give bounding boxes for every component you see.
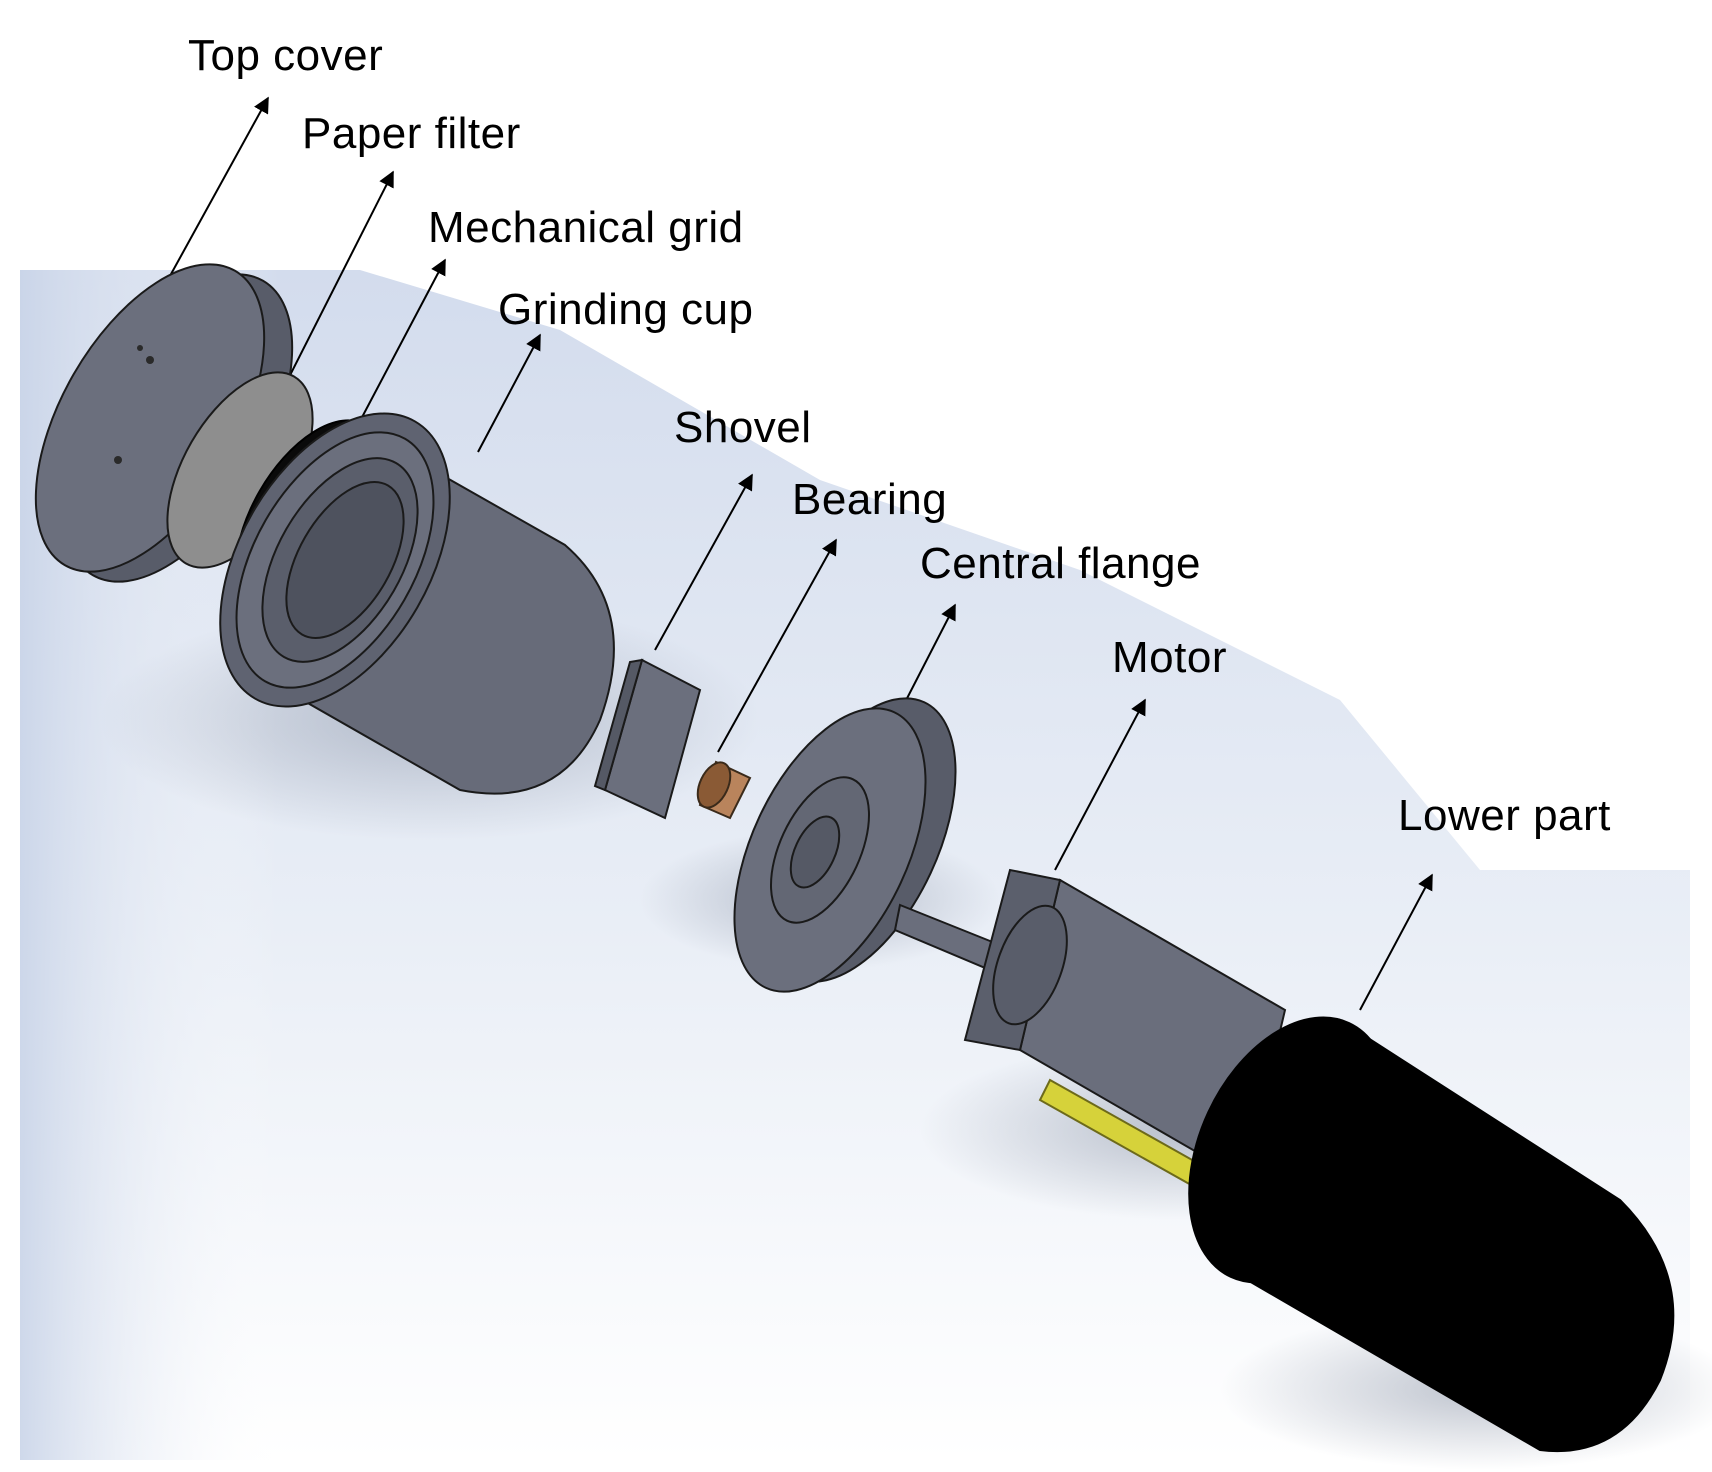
label-bearing: Bearing [792, 475, 948, 524]
arrow-grinding-cup [477, 333, 541, 453]
label-shovel: Shovel [674, 403, 812, 452]
leader-arrows [164, 96, 1433, 1011]
arrow-top-cover [164, 96, 269, 286]
label-motor: Motor [1112, 633, 1227, 682]
arrow-central-flange [899, 603, 956, 713]
label-top-cover: Top cover [188, 31, 384, 80]
part-lower-part [1188, 1016, 1675, 1453]
arrow-motor [1054, 698, 1146, 871]
arrow-bearing [717, 538, 837, 753]
arrow-mechanical-grid [349, 258, 446, 441]
part-grinding-cup [219, 412, 615, 795]
label-paper-filter: Paper filter [302, 109, 521, 158]
label-lower-part: Lower part [1398, 791, 1611, 840]
part-shovel [593, 658, 702, 820]
label-mechanical-grid: Mechanical grid [428, 203, 744, 252]
arrow-shovel [654, 473, 753, 651]
arrow-lower-part [1359, 873, 1433, 1011]
part-bearing [696, 760, 752, 820]
arrow-paper-filter [279, 170, 394, 396]
label-central-flange: Central flange [920, 539, 1201, 588]
label-grinding-cup: Grinding cup [498, 285, 754, 334]
